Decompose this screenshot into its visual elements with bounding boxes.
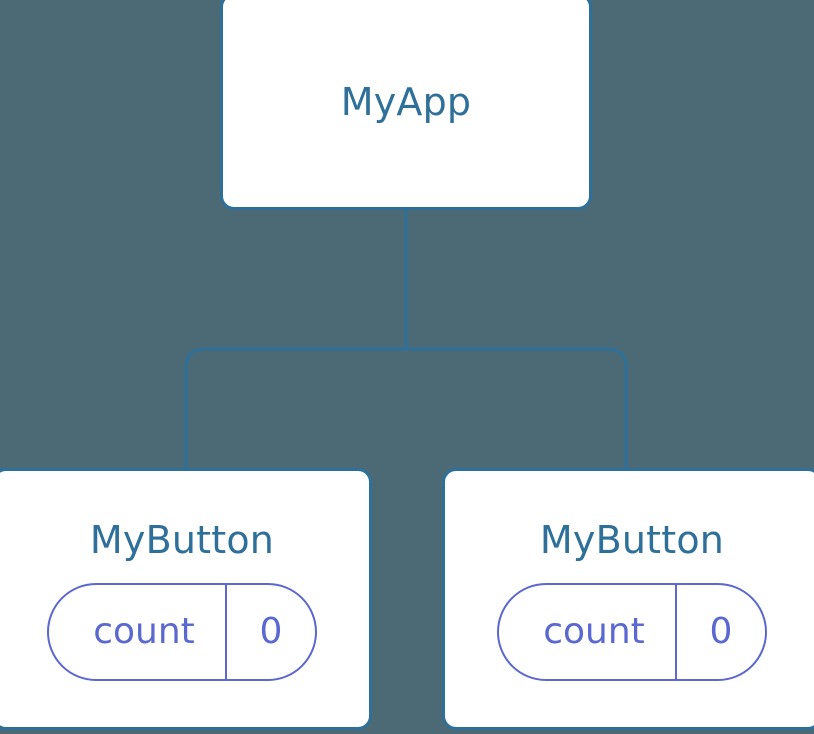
state-value-right: 0	[675, 585, 765, 679]
state-pill-right[interactable]: count 0	[497, 583, 767, 681]
edge-bus-to-left-child	[184, 347, 406, 470]
node-mybutton-left[interactable]: MyButton count 0	[0, 468, 372, 730]
state-key-left: count	[93, 611, 195, 652]
node-myapp[interactable]: MyApp	[220, 0, 592, 210]
node-mybutton-left-label: MyButton	[89, 518, 275, 562]
state-key-right: count	[543, 611, 645, 652]
edge-bus-to-right-child	[406, 347, 628, 470]
node-mybutton-right-label: MyButton	[539, 518, 725, 562]
state-pill-left[interactable]: count 0	[47, 583, 317, 681]
node-mybutton-right[interactable]: MyButton count 0	[442, 468, 814, 730]
state-value-left: 0	[225, 585, 315, 679]
node-myapp-label: MyApp	[340, 79, 472, 124]
